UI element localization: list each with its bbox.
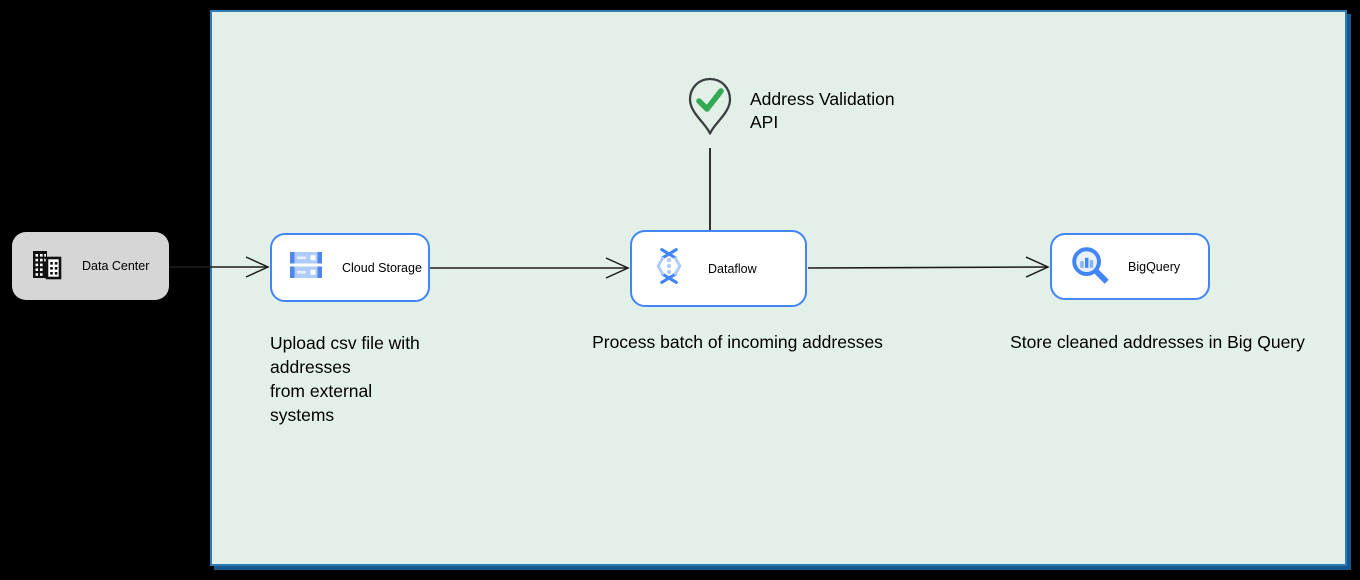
node-label: Data Center (82, 259, 150, 273)
bigquery-icon (1069, 244, 1109, 289)
caption-store-bigquery: Store cleaned addresses in Big Query (1010, 332, 1305, 352)
dataflow-icon (649, 246, 689, 291)
caption-process-batch: Process batch of incoming addresses (592, 332, 883, 352)
node-label: Dataflow (708, 261, 757, 276)
map-pin-check-icon (687, 77, 733, 139)
caption-upload-csv: Upload csv file with addresses from exte… (270, 333, 420, 425)
node-dataflow[interactable]: Dataflow (630, 230, 807, 307)
cloud-storage-icon (289, 249, 323, 286)
node-data-center[interactable]: Data Center (12, 232, 169, 300)
node-label: BigQuery (1128, 259, 1181, 274)
node-cloud-storage[interactable]: Cloud Storage (270, 233, 430, 302)
node-bigquery[interactable]: BigQuery (1050, 233, 1210, 300)
node-label: Cloud Storage (342, 260, 422, 275)
building-icon (30, 247, 64, 286)
api-pin-label: Address Validation API (750, 89, 895, 132)
